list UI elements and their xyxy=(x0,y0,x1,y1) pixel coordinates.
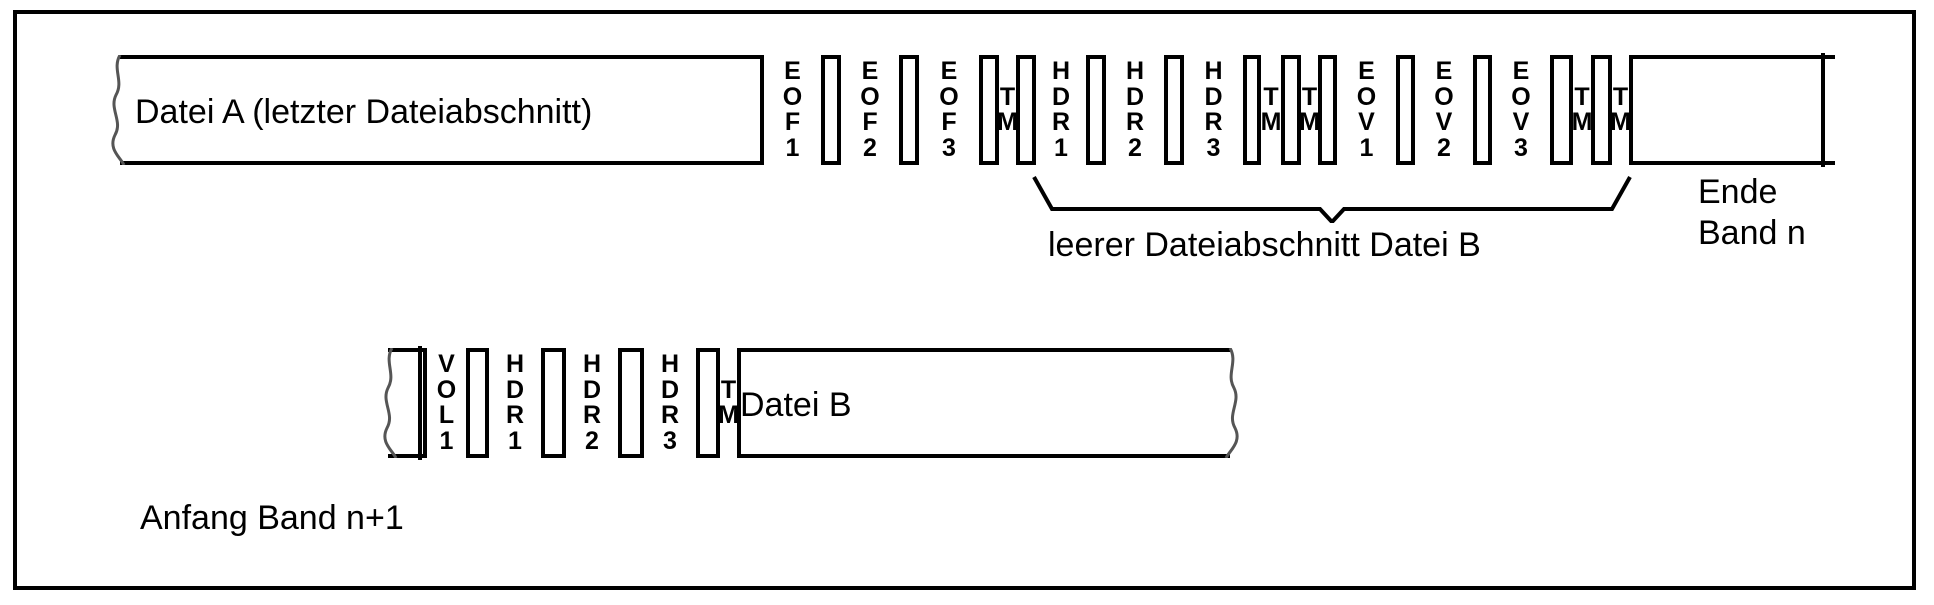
block-tm-3: T M xyxy=(1297,55,1322,165)
bottom-tape-file-label: Datei B xyxy=(740,386,852,424)
block-eof1: E O F 1 xyxy=(760,55,825,165)
start-band-n-plus-1-label: Anfang Band n+1 xyxy=(140,499,404,537)
block-hdr1-b: H D R 1 xyxy=(485,348,545,458)
block-hdr2-b: H D R 2 xyxy=(562,348,622,458)
block-eof2: E O F 2 xyxy=(837,55,903,165)
block-hdr1: H D R 1 xyxy=(1032,55,1090,165)
block-vol1-label: V O L 1 xyxy=(436,350,457,455)
block-tm-5: T M xyxy=(1608,55,1633,165)
top-tape-band-n: Datei A (letzter Dateiabschnitt) E O F 1… xyxy=(110,53,1835,167)
block-tm-2-label: T M xyxy=(1260,82,1282,136)
block-eov1-label: E O V 1 xyxy=(1356,57,1377,162)
block-eov3: E O V 3 xyxy=(1488,55,1554,165)
block-eov3-label: E O V 3 xyxy=(1511,57,1531,162)
block-tm-4: T M xyxy=(1569,55,1595,165)
brace-caption: leerer Dateiabschnitt Datei B xyxy=(1048,226,1481,264)
bottom-tape-band-n-plus-1: Datei B V O L 1 H D R 1 H D R 2 H D R 3 T M xyxy=(380,346,1240,460)
bottom-tape-torn-left-edge xyxy=(383,348,398,458)
block-eov2-label: E O V 2 xyxy=(1434,57,1454,162)
block-hdr2-b-label: H D R 2 xyxy=(582,350,602,455)
block-hdr3-b: H D R 3 xyxy=(640,348,700,458)
block-tm-1-label: T M xyxy=(997,82,1018,136)
end-band-n-label: Ende Band n xyxy=(1698,173,1806,253)
block-hdr3: H D R 3 xyxy=(1180,55,1247,165)
top-tape-torn-left-edge xyxy=(111,55,126,165)
block-eov1: E O V 1 xyxy=(1333,55,1400,165)
block-eof3: E O F 3 xyxy=(915,55,983,165)
block-vol1: V O L 1 xyxy=(423,348,470,458)
block-tm-b-label: T M xyxy=(718,375,739,429)
block-eof3-label: E O F 3 xyxy=(939,57,959,162)
block-tm-5-label: T M xyxy=(1610,82,1631,136)
block-tm-b: T M xyxy=(716,348,741,458)
block-tm-3-label: T M xyxy=(1299,82,1320,136)
bottom-tape-left-end xyxy=(418,346,422,460)
block-hdr1-label: H D R 1 xyxy=(1051,57,1071,162)
block-tm-1: T M xyxy=(995,55,1020,165)
brace-empty-section xyxy=(1032,175,1632,225)
block-eov2: E O V 2 xyxy=(1411,55,1477,165)
top-tape-right-end xyxy=(1821,53,1825,167)
brace-path xyxy=(1032,176,1632,225)
block-tm-2: T M xyxy=(1257,55,1285,165)
block-eof1-label: E O F 1 xyxy=(782,57,803,162)
bottom-tape-torn-right-edge xyxy=(1224,348,1239,458)
block-hdr1-b-label: H D R 1 xyxy=(505,350,525,455)
block-hdr3-b-label: H D R 3 xyxy=(660,350,680,455)
bottom-tape-body xyxy=(388,348,1230,458)
block-hdr2: H D R 2 xyxy=(1102,55,1168,165)
block-tm-4-label: T M xyxy=(1571,82,1593,136)
block-eof2-label: E O F 2 xyxy=(860,57,880,162)
top-tape-file-label: Datei A (letzter Dateiabschnitt) xyxy=(135,93,593,131)
outer-border-frame xyxy=(13,10,1916,590)
block-hdr3-label: H D R 3 xyxy=(1204,57,1223,162)
block-hdr2-label: H D R 2 xyxy=(1125,57,1145,162)
